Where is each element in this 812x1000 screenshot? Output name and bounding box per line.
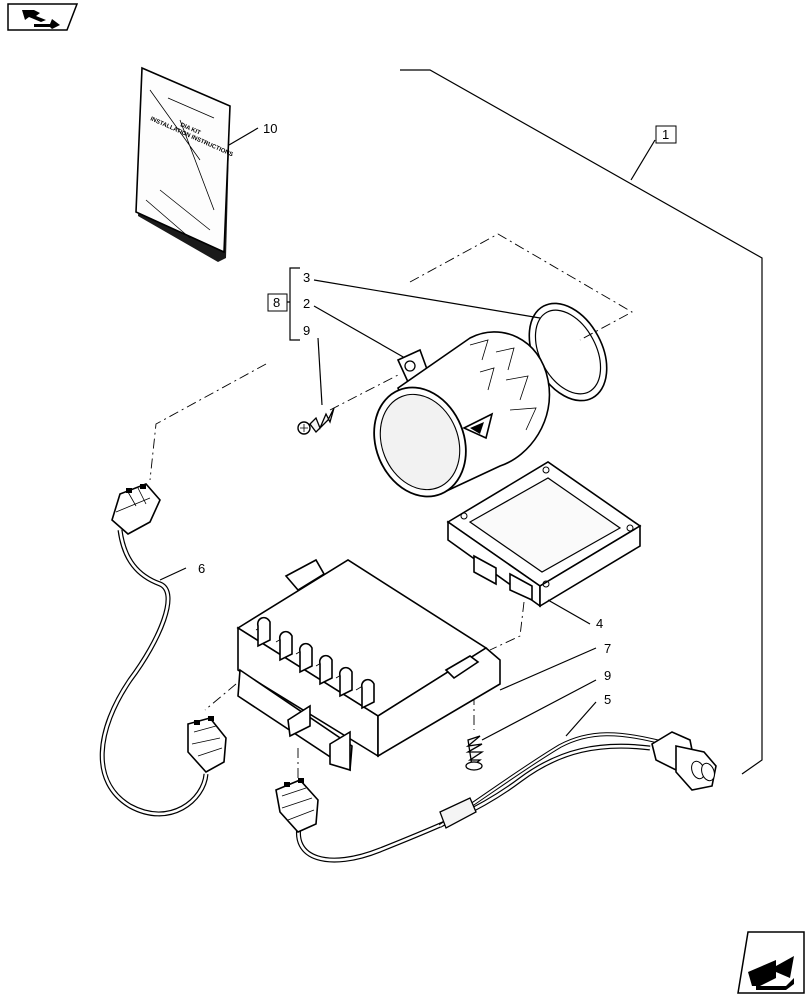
harness-left <box>99 483 227 817</box>
screw-bottom-leader <box>481 679 597 741</box>
manual-callout-leader <box>228 127 259 146</box>
kit-callout-leader <box>630 139 656 181</box>
harness-right <box>275 731 717 863</box>
screw-top-callout-label: 9 <box>303 323 310 338</box>
module-leader <box>547 599 591 625</box>
screw-bottom <box>465 735 485 771</box>
assembly-line-screw <box>329 373 401 411</box>
assembly-line-module <box>489 601 525 651</box>
page-back-arrow-icon[interactable] <box>7 3 79 31</box>
screw-top-leader <box>317 337 323 406</box>
harness-left-leader <box>159 567 187 581</box>
kit-bracket-line <box>400 69 763 775</box>
assembly-line-left-connector <box>149 363 267 481</box>
bracket-callout-label: 7 <box>604 641 611 656</box>
group-bracket <box>287 267 300 341</box>
mounting-bracket <box>236 558 501 772</box>
kit-callout-box <box>655 125 677 144</box>
assembly-line-top <box>409 233 633 341</box>
lamp-leader <box>313 305 406 359</box>
screw-bottom-callout-label: 9 <box>604 668 611 683</box>
harness-left-callout-label: 6 <box>198 561 205 576</box>
page-forward-arrow-icon[interactable] <box>737 931 805 994</box>
assembly-line-bracket-connector <box>204 683 237 711</box>
bracket-leader <box>499 647 597 691</box>
lamp-callout-label: 2 <box>303 296 310 311</box>
screw-top <box>297 407 335 435</box>
harness-right-leader <box>565 701 597 737</box>
module-callout-label: 4 <box>596 616 603 631</box>
gasket-callout-label: 3 <box>303 270 310 285</box>
instruction-manual: DIA KIT INSTALLATION INSTRUCTIONS <box>135 66 234 262</box>
group-callout-label: 8 <box>273 295 280 310</box>
gasket-leader <box>313 279 541 319</box>
harness-right-callout-label: 5 <box>604 692 611 707</box>
work-lamp <box>373 331 551 498</box>
manual-callout-label: 10 <box>263 121 277 136</box>
control-module <box>446 461 642 608</box>
kit-callout-label: 1 <box>662 127 669 142</box>
